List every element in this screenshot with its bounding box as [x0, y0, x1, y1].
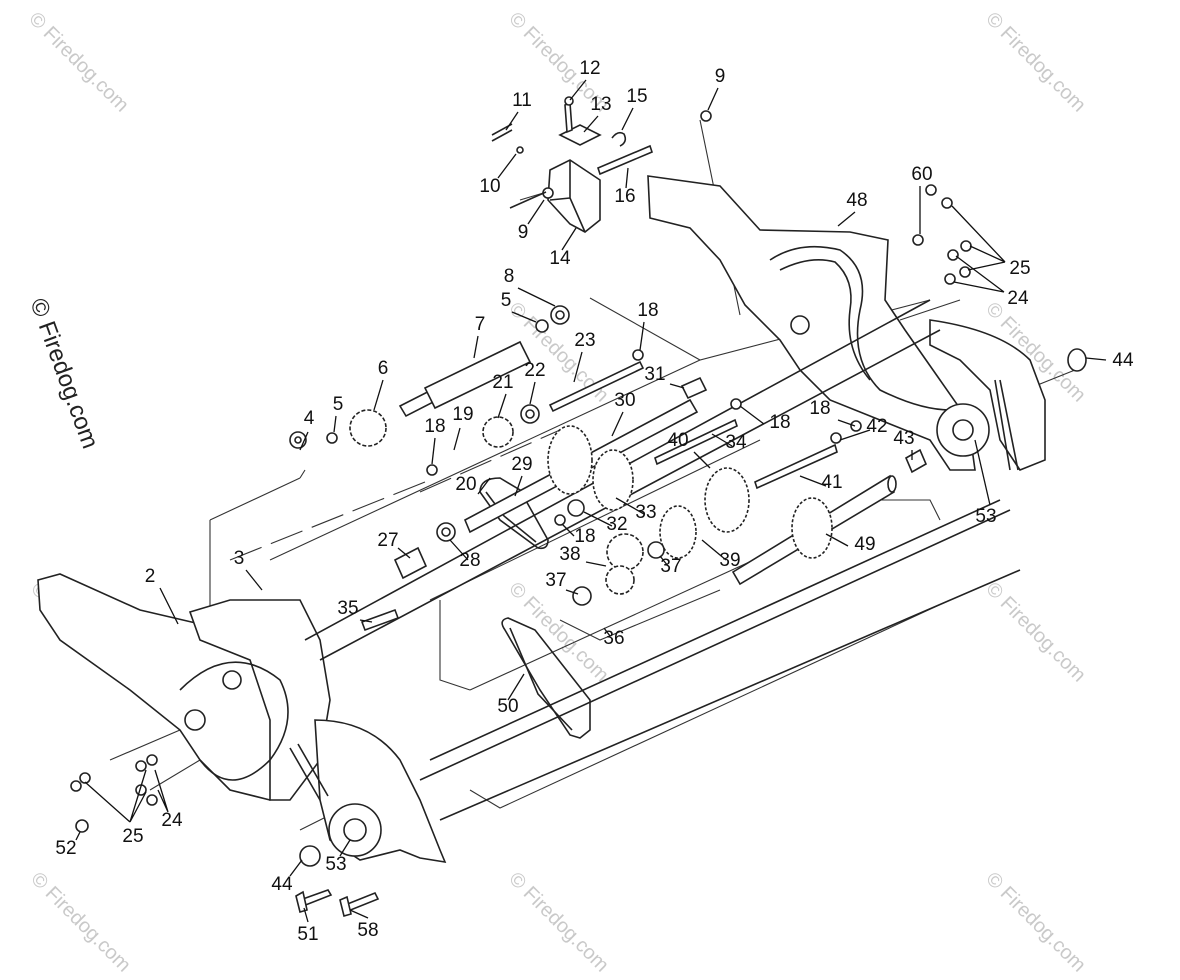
part-number-label: 41: [821, 472, 842, 493]
part-number-label: 28: [459, 550, 480, 571]
part-number-label: 52: [55, 838, 76, 859]
part-number-label: 22: [524, 360, 545, 381]
part-number-label: 39: [719, 550, 740, 571]
watermark-top-left: © Firedog.com: [24, 8, 133, 117]
part-number-label: 5: [333, 394, 344, 415]
part-number-label: 51: [297, 924, 318, 945]
part-number-label: 42: [866, 416, 887, 437]
watermark-bottom-center: © Firedog.com: [504, 868, 613, 977]
part-number-label: 48: [846, 190, 867, 211]
watermark-side-vertical: © Firedog.com: [24, 295, 103, 452]
bearings-washers: [70, 184, 1087, 867]
part-number-label: 53: [325, 854, 346, 875]
watermarks: © Firedog.com © Firedog.com © Firedog.co…: [24, 8, 1090, 977]
leader-lines: [75, 79, 1107, 923]
part-number-label: 33: [635, 502, 656, 523]
drive-belt-29: [479, 477, 549, 550]
part-number-label: 21: [492, 372, 513, 393]
part-number-label: 14: [549, 248, 571, 269]
part-number-label: 58: [357, 920, 378, 941]
part-number-label: 24: [1007, 288, 1029, 309]
part-number-label: 27: [377, 530, 398, 551]
part-number-label: 11: [512, 90, 532, 111]
watermark-bottom-right: © Firedog.com: [981, 868, 1090, 977]
part-number-label: 13: [590, 94, 611, 115]
part-number-label: 18: [809, 398, 830, 419]
part-number-label: 25: [122, 826, 143, 847]
part-number-label: 19: [452, 404, 473, 425]
part-number-label: 18: [424, 416, 445, 437]
shift-assembly: [491, 96, 712, 233]
part-number-label: 40: [667, 430, 688, 451]
part-number-label: 5: [501, 290, 512, 311]
part-number-label: 20: [455, 474, 476, 495]
part-number-label: 6: [378, 358, 389, 379]
watermark-bottom-left: © Firedog.com: [26, 868, 135, 977]
part-number-label: 31: [644, 364, 665, 385]
part-number-label: 18: [769, 412, 790, 433]
bolts: [295, 889, 380, 917]
part-number-label: 50: [497, 696, 518, 717]
part-number-label: 35: [337, 598, 358, 619]
part-number-label: 44: [271, 874, 293, 895]
part-number-label: 10: [479, 176, 500, 197]
part-number-label: 37: [660, 556, 681, 577]
drive-belt-50: [501, 617, 591, 739]
watermark-top-right: © Firedog.com: [981, 8, 1090, 117]
part-number-label: 3: [234, 548, 245, 569]
part-number-label: 36: [603, 628, 624, 649]
part-number-label: 2: [145, 566, 156, 587]
part-number-label: 12: [579, 58, 600, 79]
part-number-label: 37: [545, 570, 566, 591]
part-number-label: 60: [911, 164, 932, 185]
part-number-label: 23: [574, 330, 595, 351]
part-number-label: 18: [637, 300, 658, 321]
part-number-label: 15: [626, 86, 647, 107]
part-number-label: 7: [475, 314, 486, 335]
part-number-label: 18: [574, 526, 595, 547]
part-number-label: 43: [893, 428, 914, 449]
part-number-label: 38: [559, 544, 580, 565]
part-number-label: 29: [511, 454, 532, 475]
part-number-label: 32: [606, 514, 627, 535]
part-number-label: 34: [725, 432, 747, 453]
part-number-label: 4: [304, 408, 315, 429]
part-number-label: 25: [1009, 258, 1030, 279]
part-number-label: 30: [614, 390, 635, 411]
part-number-label: 16: [614, 186, 635, 207]
part-number-label: 9: [715, 66, 726, 87]
gears: [349, 409, 833, 595]
part-number-label: 53: [975, 506, 996, 527]
left-frame-plates: [37, 573, 447, 864]
part-number-label: 44: [1112, 350, 1134, 371]
part-number-label: 24: [161, 810, 183, 831]
watermark-mid-right: © Firedog.com: [981, 578, 1090, 687]
right-frame-plate: [647, 175, 1046, 471]
part-number-label: 9: [518, 222, 529, 243]
part-number-label: 8: [504, 266, 515, 287]
part-number-label: 49: [854, 534, 875, 555]
